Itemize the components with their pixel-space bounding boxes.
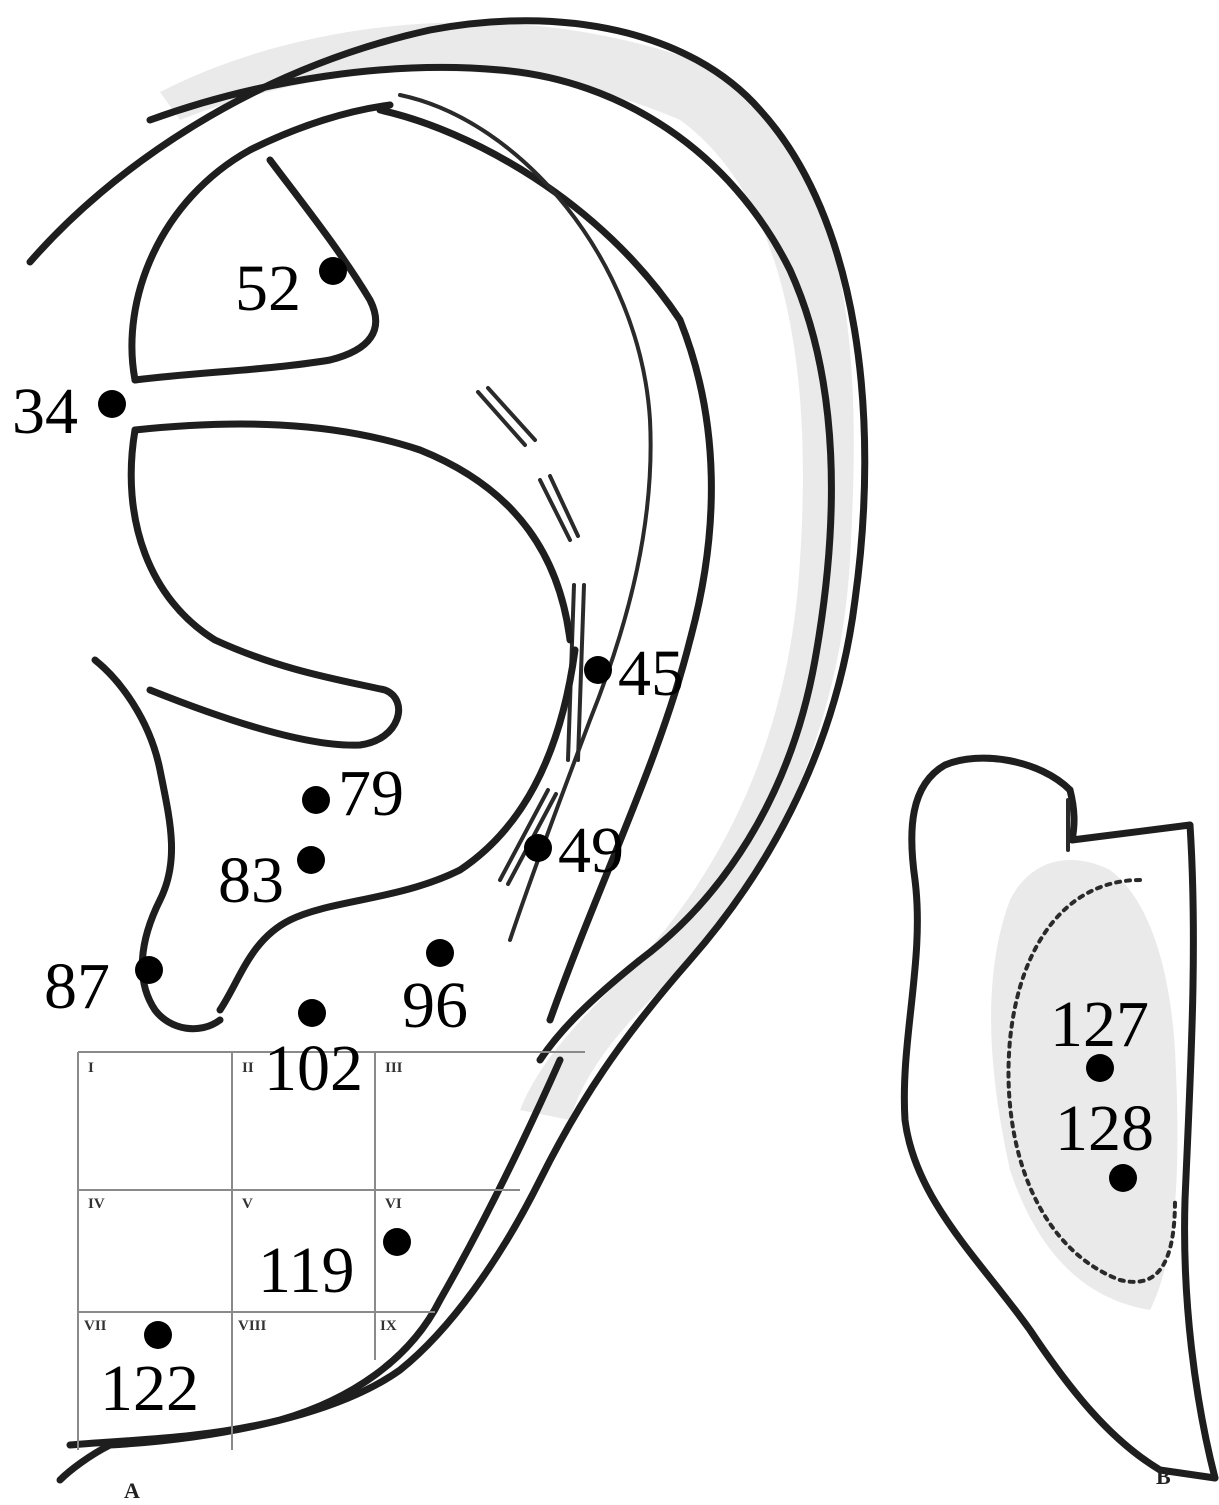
point-52-label: 52 (235, 252, 301, 325)
concha-lower (131, 430, 398, 745)
point-87-dot (135, 956, 163, 984)
point-45-dot (584, 656, 612, 684)
panel-label-b: B (1156, 1464, 1171, 1489)
point-49-label: 49 (558, 814, 624, 887)
point-52-dot (319, 257, 347, 285)
point-79-label: 79 (338, 757, 404, 830)
point-102-label: 102 (264, 1032, 363, 1105)
grid-label-viii: VIII (238, 1318, 267, 1334)
grid-label-iii: III (385, 1060, 403, 1076)
point-127-label: 127 (1050, 988, 1149, 1061)
grid-label-i: I (88, 1060, 94, 1076)
point-83-label: 83 (218, 844, 284, 917)
point-45-label: 45 (618, 637, 684, 710)
grid-label-vii: VII (84, 1318, 107, 1334)
point-122-label: 122 (100, 1352, 199, 1425)
grid-label-ix: IX (380, 1318, 397, 1334)
point-49-dot (524, 834, 552, 862)
point-122-dot (144, 1321, 172, 1349)
point-79-dot (302, 786, 330, 814)
point-96-dot (426, 939, 454, 967)
point-128-label: 128 (1055, 1092, 1154, 1165)
point-119-dot (383, 1228, 411, 1256)
panel-label-a: A (124, 1478, 140, 1503)
grid-label-v: V (242, 1196, 253, 1212)
point-119-label: 119 (258, 1234, 355, 1307)
point-102-dot (298, 999, 326, 1027)
grid-label-ii: II (242, 1060, 254, 1076)
point-87-label: 87 (44, 950, 110, 1023)
point-83-dot (297, 846, 325, 874)
inferior-crus (135, 424, 570, 640)
point-128-dot (1109, 1164, 1137, 1192)
grid-label-iv: IV (88, 1196, 105, 1212)
grid-label-vi: VI (385, 1196, 402, 1212)
ear-front-view: I II III IV V VI VII VIII IX 52 34 45 79… (12, 21, 865, 1503)
point-34-dot (98, 390, 126, 418)
concha-outline (132, 105, 390, 380)
ear-back-view: 127 128 B (904, 758, 1215, 1489)
point-34-label: 34 (12, 375, 78, 448)
point-96-label: 96 (402, 969, 468, 1042)
